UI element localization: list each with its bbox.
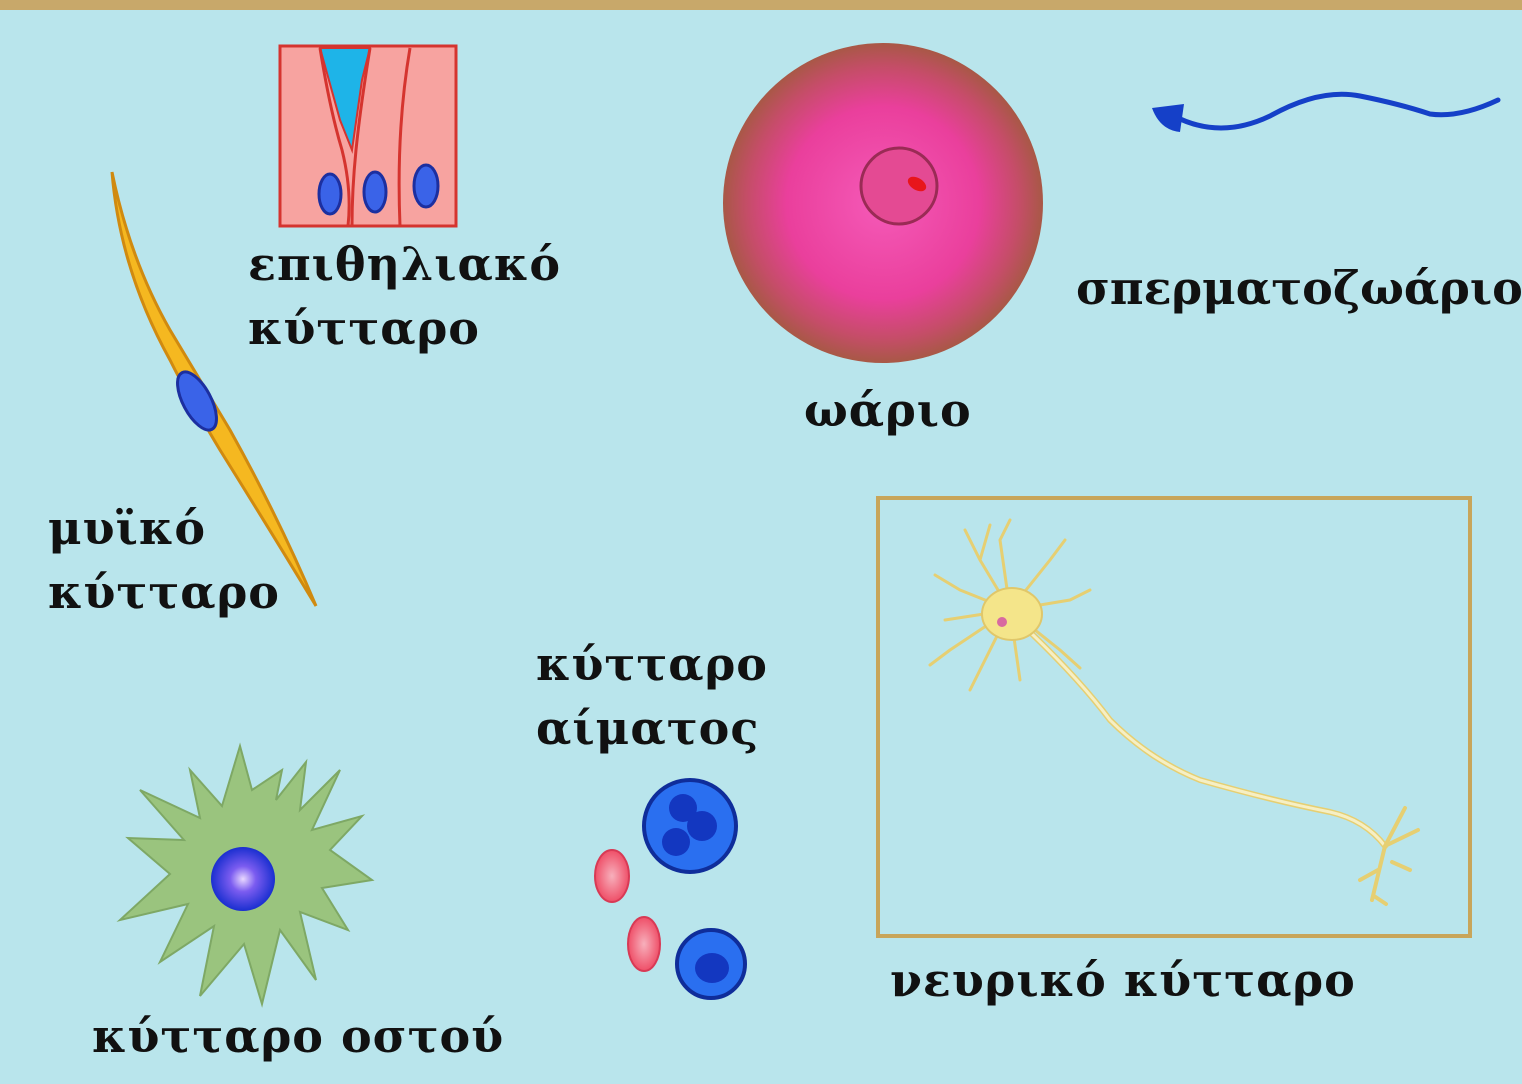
egg-cell-illustration (723, 43, 1043, 363)
muscle-label-line-2: κύτταρο (48, 560, 280, 624)
epithelial-label: επιθηλιακό κύτταρο (248, 232, 561, 360)
egg-label: ωάριο (804, 378, 972, 442)
blood-cells-illustration (595, 780, 745, 998)
epithelial-label-line-1: επιθηλιακό (248, 232, 561, 296)
bone-cell-illustration (120, 746, 372, 1004)
blood-label-line-1: κύτταρο (536, 632, 768, 696)
epithelial-label-line-2: κύτταρο (248, 296, 561, 360)
blood-label: κύτταρο αίματος (536, 632, 768, 760)
sperm-cell-illustration (1152, 94, 1498, 132)
muscle-label: μυϊκό κύτταρο (48, 496, 280, 624)
muscle-label-line-1: μυϊκό (48, 496, 280, 560)
bone-label: κύτταρο οστού (92, 1004, 504, 1068)
blood-label-line-2: αίματος (536, 696, 768, 760)
epithelial-cell-illustration (280, 46, 456, 226)
neuron-frame (876, 496, 1472, 938)
neuron-label: νευρικό κύτταρο (890, 948, 1356, 1012)
sperm-label: σπερματοζωάριο (1076, 256, 1522, 320)
